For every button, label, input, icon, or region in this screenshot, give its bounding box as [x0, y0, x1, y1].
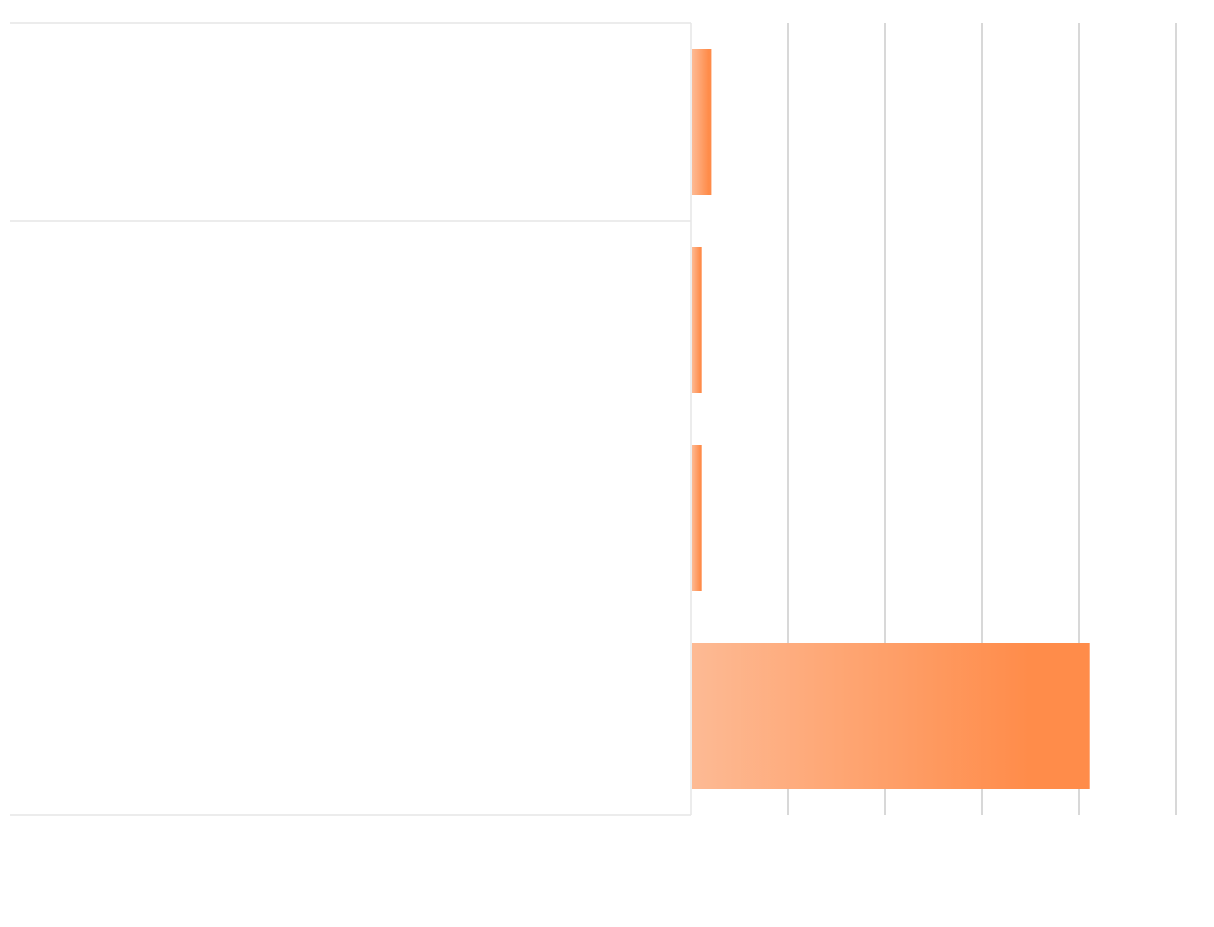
category-label-panel — [10, 22, 692, 816]
bar-4 — [692, 643, 1090, 789]
bar-1 — [692, 49, 712, 195]
bar-3 — [692, 445, 702, 591]
bars — [692, 49, 1090, 789]
bar-2 — [692, 247, 702, 393]
